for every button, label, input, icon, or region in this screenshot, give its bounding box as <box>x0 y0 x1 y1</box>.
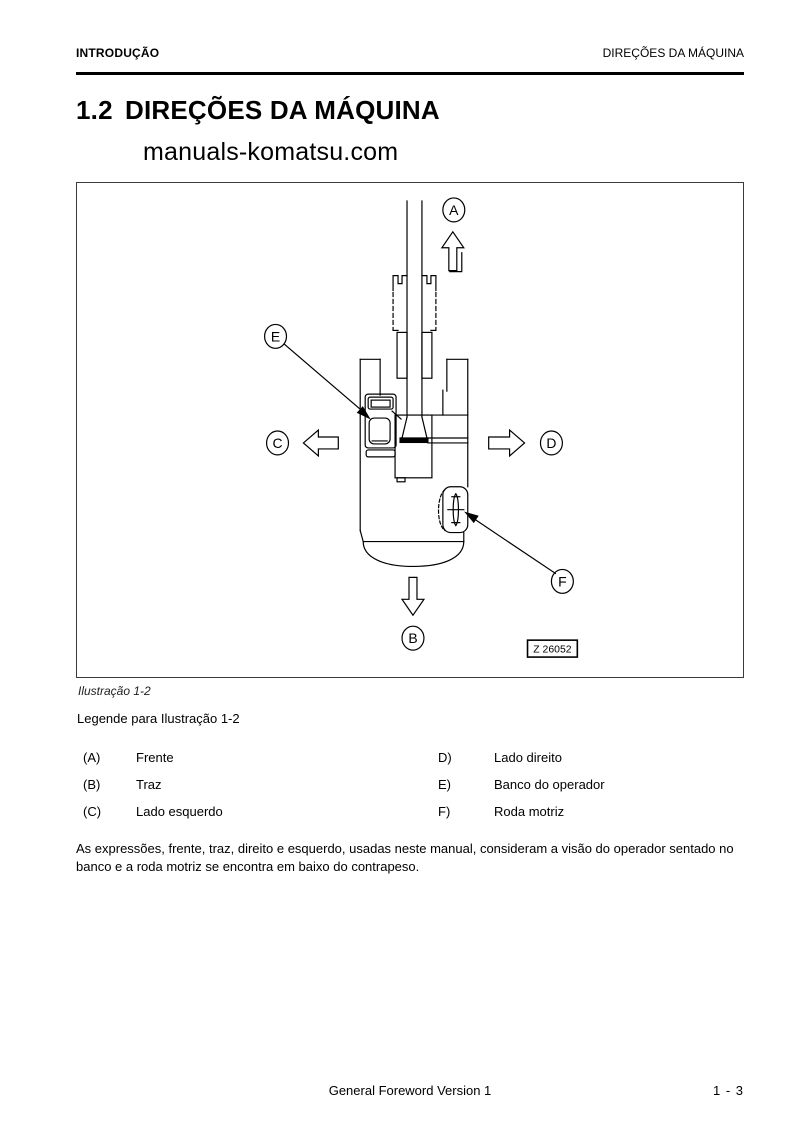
label-c-text: C <box>272 435 282 451</box>
legend-value: Lado esquerdo <box>136 804 223 819</box>
machine-directions-diagram: A B C D E F Z 26052 <box>263 197 579 658</box>
legend-key: D) <box>438 750 452 765</box>
legend-key: (A) <box>83 750 101 765</box>
header-chapter-label: DIREÇÕES DA MÁQUINA <box>602 46 744 60</box>
section-number: 1.2 <box>76 95 113 125</box>
boom <box>406 200 423 418</box>
legend-table: (A) Frente D) Lado direito (B) Traz E) B… <box>83 750 744 819</box>
label-circles <box>263 197 574 651</box>
machine-body <box>359 358 469 568</box>
counterweight-arc <box>362 540 465 568</box>
legend-value: Frente <box>136 750 174 765</box>
legend-key: (C) <box>83 804 102 819</box>
label-d-text: D <box>546 435 556 451</box>
header-divider <box>76 72 744 75</box>
legend-value: Lado direito <box>494 750 562 765</box>
legend-key: (B) <box>83 777 101 792</box>
legend-heading: Legende para Ilustração 1-2 <box>77 711 240 726</box>
label-c-circle <box>265 430 290 456</box>
figure-frame: A B C D E F Z 26052 <box>76 182 744 678</box>
label-f-text: F <box>558 573 567 589</box>
legend-key: E) <box>438 777 451 792</box>
arrow-rear-icon <box>400 576 426 617</box>
running-header: INTRODUÇÃO DIREÇÕES DA MÁQUINA <box>76 46 744 60</box>
bucket-coupler <box>392 252 463 379</box>
label-a-circle <box>442 197 466 223</box>
arrow-right-icon <box>488 428 526 458</box>
leader-e <box>283 343 371 420</box>
section-title-text: DIREÇÕES DA MÁQUINA <box>125 95 440 125</box>
label-e-text: E <box>271 328 280 344</box>
body-paragraph: As expressões, frente, traz, direito e e… <box>76 841 734 874</box>
drawing-number-text: Z 26052 <box>533 645 571 656</box>
page-title: 1.2 DIREÇÕES DA MÁQUINA <box>76 95 440 126</box>
watermark-text: manuals-komatsu.com <box>143 138 399 166</box>
legend-value: Banco do operador <box>494 777 605 792</box>
label-e-circle <box>263 323 288 349</box>
arrow-front-icon <box>440 230 465 272</box>
boom-foot-bar <box>399 437 429 444</box>
label-b-text: B <box>408 630 417 646</box>
figure-caption: Ilustração 1-2 <box>78 684 151 698</box>
label-b-circle <box>401 625 425 651</box>
label-a-text: A <box>449 202 459 218</box>
arrow-left-icon <box>302 428 339 458</box>
legend-value: Traz <box>136 777 162 792</box>
legend-key: F) <box>438 804 451 819</box>
header-section-label: INTRODUÇÃO <box>76 46 160 60</box>
drawing-number-box <box>526 639 579 658</box>
leader-f <box>464 511 557 575</box>
operator-seat <box>364 393 402 458</box>
legend-value: Roda motriz <box>494 804 565 819</box>
label-f-circle <box>550 568 574 594</box>
footer-version: General Foreword Version 1 <box>328 1083 492 1098</box>
footer-page-number: 1 - 3 <box>712 1083 744 1098</box>
drive-wheel <box>437 486 469 534</box>
label-d-circle <box>539 430 563 456</box>
